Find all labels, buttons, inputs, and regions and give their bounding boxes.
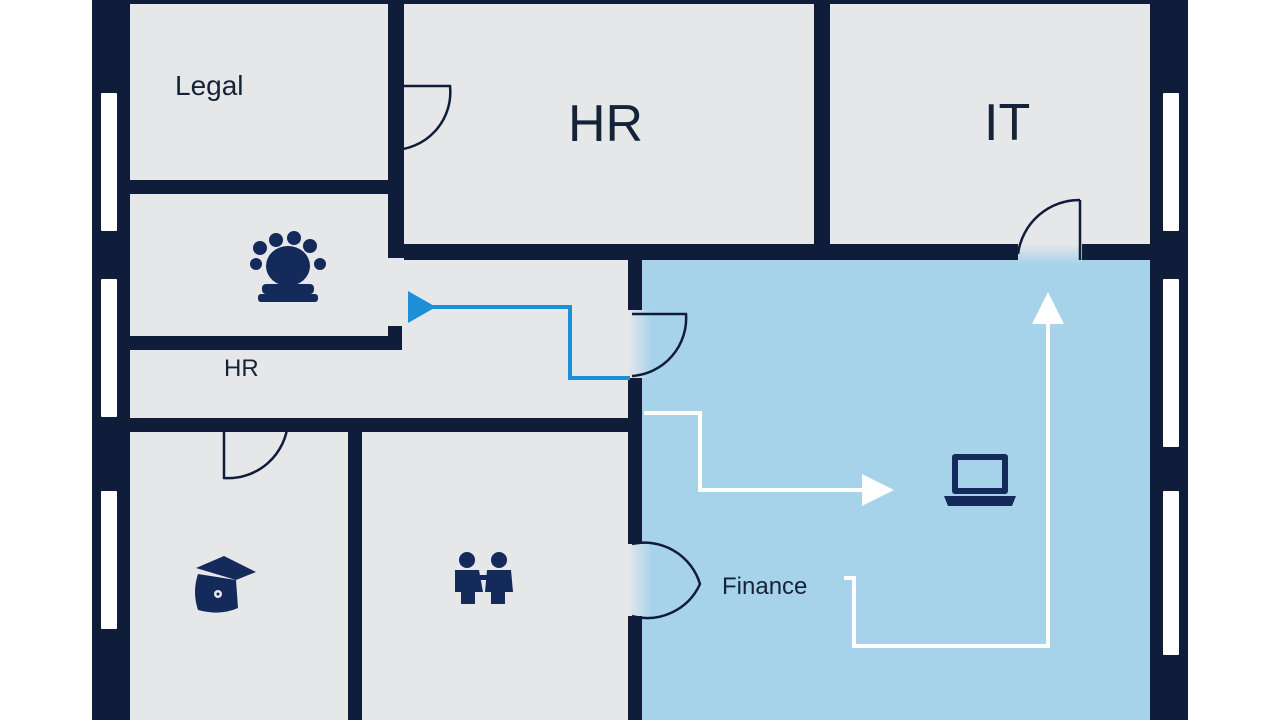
hr-top-label: HR — [568, 95, 643, 153]
blue-route-to-meeting-room — [408, 291, 630, 380]
room-hr-small — [130, 350, 388, 418]
laptop-icon — [944, 454, 1016, 506]
interior-walls — [130, 0, 1150, 720]
door-glow-it — [1018, 244, 1082, 264]
door-finance-corridor[interactable] — [631, 312, 688, 378]
room-hr-top — [404, 4, 814, 244]
people-icon — [455, 552, 513, 604]
doors — [222, 84, 1082, 620]
finance-label: Finance — [722, 573, 807, 600]
legal-label: Legal — [175, 70, 244, 101]
door-legal[interactable] — [391, 84, 452, 152]
meeting-room-icon — [250, 231, 326, 302]
door-glow-people — [628, 544, 652, 616]
it-label: IT — [984, 94, 1030, 152]
windows — [99, 91, 1181, 657]
white-route-to-it — [844, 292, 1064, 648]
room-legal — [130, 4, 388, 180]
door-glow-corridor — [628, 310, 652, 378]
door-training[interactable] — [222, 420, 290, 480]
hr-small-label: HR — [224, 355, 259, 382]
graduation-cap-icon — [195, 556, 256, 613]
door-it[interactable] — [1016, 198, 1082, 260]
white-route-to-laptop — [644, 411, 894, 506]
room-it — [830, 4, 1150, 244]
door-finance-people[interactable] — [631, 541, 702, 620]
